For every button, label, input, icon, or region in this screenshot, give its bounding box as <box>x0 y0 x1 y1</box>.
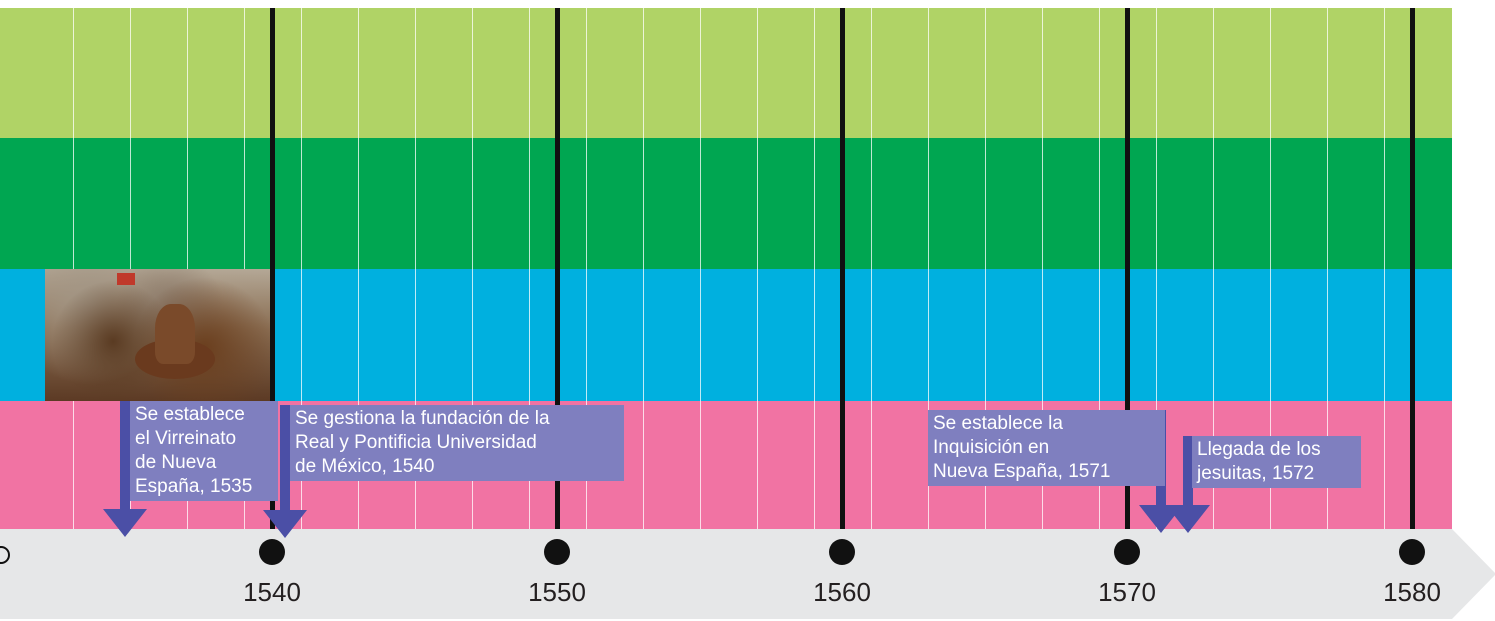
minor-gridline <box>699 8 701 530</box>
minor-gridline <box>1212 8 1214 530</box>
minor-gridline <box>870 8 872 530</box>
decade-dot <box>829 539 855 565</box>
minor-gridline <box>528 8 530 530</box>
event-arrow-stem <box>280 405 290 510</box>
rider-shape <box>155 304 195 364</box>
minor-gridline <box>1155 8 1157 530</box>
event-arrow-stem <box>1183 436 1193 505</box>
minor-gridline <box>1326 8 1328 530</box>
event-arrow-stem <box>120 401 130 509</box>
minor-gridline <box>300 8 302 530</box>
event-label-1540: Se gestiona la fundación de la Real y Po… <box>290 405 624 481</box>
conquest-painting-image <box>45 269 272 401</box>
minor-gridline <box>585 8 587 530</box>
event-label-1572: Llegada de los jesuitas, 1572 <box>1192 436 1361 488</box>
axis-start-marker <box>0 546 10 564</box>
minor-gridline <box>471 8 473 530</box>
minor-gridline <box>1269 8 1271 530</box>
event-arrow-icon <box>1166 505 1210 533</box>
decade-dot <box>259 539 285 565</box>
decade-dot <box>1114 539 1140 565</box>
timeline-band-2 <box>0 138 1452 269</box>
decade-line <box>839 8 845 551</box>
minor-gridline <box>927 8 929 530</box>
decade-line <box>554 8 560 551</box>
decade-line <box>1409 8 1415 551</box>
minor-gridline <box>813 8 815 530</box>
minor-gridline <box>984 8 986 530</box>
timeline-band-1 <box>0 8 1452 138</box>
minor-gridline <box>756 8 758 530</box>
tick-label: 1580 <box>1383 577 1441 607</box>
decade-line <box>269 8 275 551</box>
decade-dot <box>544 539 570 565</box>
tick-label: 1550 <box>528 577 586 607</box>
minor-gridline <box>1041 8 1043 530</box>
tick-label: 1560 <box>813 577 871 607</box>
event-arrow-icon <box>103 509 147 537</box>
decade-dot <box>1399 539 1425 565</box>
event-label-1535: Se establece el Virreinato de Nueva Espa… <box>130 401 278 501</box>
tick-label: 1540 <box>243 577 301 607</box>
event-arrow-icon <box>263 510 307 538</box>
minor-gridline <box>1383 8 1385 530</box>
minor-gridline <box>414 8 416 530</box>
decade-line <box>1124 8 1130 551</box>
time-axis <box>0 529 1452 619</box>
tick-label: 1570 <box>1098 577 1156 607</box>
minor-gridline <box>357 8 359 530</box>
minor-gridline <box>1098 8 1100 530</box>
axis-arrow-icon <box>1452 529 1495 619</box>
event-label-1571: Se establece la Inquisición en Nueva Esp… <box>928 410 1165 486</box>
minor-gridline <box>642 8 644 530</box>
flag-icon <box>117 273 135 285</box>
